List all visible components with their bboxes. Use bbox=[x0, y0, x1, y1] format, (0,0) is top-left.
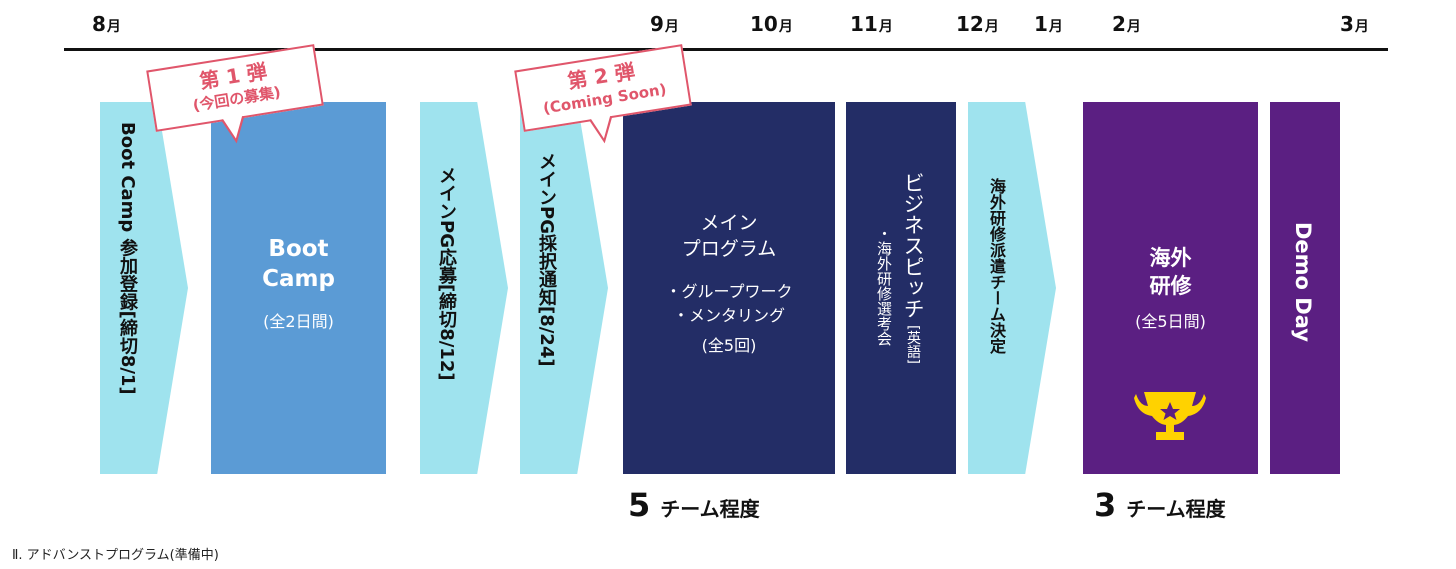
month-mar: 3月 bbox=[1340, 12, 1369, 36]
month-num: 9 bbox=[650, 12, 664, 36]
overseas-title-line1: 海外 bbox=[1149, 246, 1192, 270]
bootcamp-title-line2: Camp bbox=[262, 266, 335, 292]
business-pitch-title: ビジネスピッチ bbox=[901, 172, 925, 319]
month-unit: 月 bbox=[778, 19, 793, 35]
month-num: 10 bbox=[750, 12, 778, 36]
month-sep: 9月 bbox=[650, 12, 679, 36]
demo-day-box: Demo Day bbox=[1270, 102, 1340, 474]
month-unit: 月 bbox=[664, 19, 679, 35]
business-pitch-selection: ・海外研修選考会 bbox=[875, 226, 893, 346]
team-count-main-num: 5 bbox=[628, 486, 651, 524]
timeline-line bbox=[64, 48, 1388, 51]
bootcamp-title-line1: Boot bbox=[268, 236, 329, 262]
month-unit: 月 bbox=[1354, 19, 1369, 35]
step-label-overseas-team-decision: 海外研修派遣チーム決定 bbox=[987, 178, 1006, 354]
business-pitch-english-note: [英語] bbox=[905, 325, 921, 364]
main-program-item-group-work: ・グループワーク bbox=[665, 282, 793, 301]
main-program-title-line2: プログラム bbox=[681, 238, 777, 260]
business-pitch-line1-wrap: ビジネスピッチ [英語] bbox=[901, 172, 925, 364]
month-feb: 2月 bbox=[1112, 12, 1141, 36]
bubble-first-round-tail-fill bbox=[222, 115, 246, 141]
month-oct: 10月 bbox=[750, 12, 793, 36]
main-program-item-mentoring: ・メンタリング bbox=[672, 306, 785, 325]
step-label-bootcamp-registration: Boot Camp 参加登録[締切8/1] bbox=[117, 122, 138, 395]
business-pitch-box: ビジネスピッチ [英語] ・海外研修選考会 bbox=[846, 102, 956, 474]
bootcamp-duration: (全2日間) bbox=[263, 312, 334, 331]
main-program-count: (全5回) bbox=[701, 336, 757, 355]
step-arrow-overseas-team-decision bbox=[968, 102, 1056, 474]
step-arrow-main-pg-application bbox=[420, 102, 508, 474]
month-num: 12 bbox=[956, 12, 984, 36]
month-num: 1 bbox=[1034, 12, 1048, 36]
month-num: 2 bbox=[1112, 12, 1126, 36]
team-count-overseas-label: チーム程度 bbox=[1126, 497, 1226, 521]
overseas-duration: (全5日間) bbox=[1135, 312, 1206, 331]
step-label-main-pg-acceptance: メインPG採択通知[8/24] bbox=[536, 152, 557, 367]
step-label-main-pg-application: メインPG応募[締切8/12] bbox=[436, 166, 457, 381]
team-count-main-label: チーム程度 bbox=[660, 497, 760, 521]
team-count-overseas: 3 チーム程度 bbox=[1094, 486, 1226, 524]
month-jan: 1月 bbox=[1034, 12, 1063, 36]
month-num: 11 bbox=[850, 12, 878, 36]
team-count-overseas-num: 3 bbox=[1094, 486, 1117, 524]
month-unit: 月 bbox=[1126, 19, 1141, 35]
month-nov: 11月 bbox=[850, 12, 893, 36]
bootcamp-box: Boot Camp (全2日間) bbox=[211, 102, 386, 474]
month-dec: 12月 bbox=[956, 12, 999, 36]
overseas-title-line2: 研修 bbox=[1149, 274, 1192, 298]
main-program-box: メイン プログラム ・グループワーク ・メンタリング (全5回) bbox=[623, 102, 835, 474]
team-count-main: 5 チーム程度 bbox=[628, 486, 760, 524]
advanced-program-note: Ⅱ. アドバンストプログラム(準備中) bbox=[12, 548, 219, 563]
month-unit: 月 bbox=[1048, 19, 1063, 35]
month-unit: 月 bbox=[878, 19, 893, 35]
month-unit: 月 bbox=[106, 19, 121, 35]
month-unit: 月 bbox=[984, 19, 999, 35]
overseas-training-box: 海外 研修 (全5日間) bbox=[1083, 102, 1258, 474]
month-aug: 8月 bbox=[92, 12, 121, 36]
month-num: 8 bbox=[92, 12, 106, 36]
main-program-title-line1: メイン bbox=[700, 212, 758, 234]
demo-day-label: Demo Day bbox=[1291, 222, 1315, 342]
month-num: 3 bbox=[1340, 12, 1354, 36]
bubble-second-round-tail-fill bbox=[590, 115, 614, 141]
trophy-icon bbox=[1134, 392, 1206, 440]
